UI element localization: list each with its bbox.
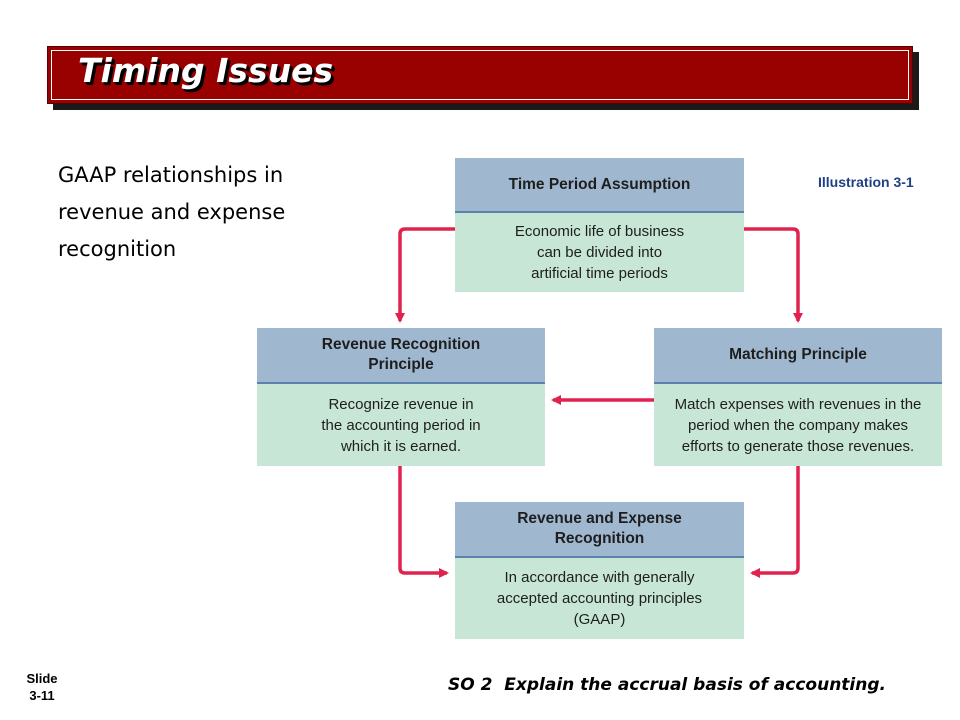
title-line: Recognition bbox=[554, 530, 645, 547]
body-line: In accordance with generally bbox=[504, 569, 695, 586]
time-period-box: Time Period Assumption Economic life of … bbox=[455, 158, 744, 292]
matching-principle-box: Matching Principle Match expenses with r… bbox=[654, 328, 942, 466]
time-period-box-body: Economic life of business can be divided… bbox=[455, 213, 744, 292]
revenue-recognition-box-body: Recognize revenue in the accounting peri… bbox=[257, 384, 545, 466]
revenue-expense-recognition-box-body: In accordance with generally accepted ac… bbox=[455, 558, 744, 639]
body-line: the accounting period in bbox=[321, 416, 481, 434]
title-line: Matching Principle bbox=[729, 346, 867, 363]
body-line: accepted accounting principles bbox=[496, 590, 703, 607]
slide-number: Slide 3-11 bbox=[18, 670, 66, 704]
title-bar-border bbox=[51, 50, 909, 100]
intro-text: GAAP relationships in revenue and expens… bbox=[58, 157, 358, 268]
body-line: which it is earned. bbox=[340, 437, 462, 455]
arrow-time-to-matching bbox=[744, 227, 803, 323]
arrow-matching-to-recognition bbox=[750, 466, 800, 578]
intro-line: recognition bbox=[58, 237, 177, 261]
slide-title: Timing Issues bbox=[78, 51, 334, 90]
slide-number-line: Slide bbox=[26, 671, 58, 686]
intro-line: revenue and expense bbox=[58, 200, 286, 224]
body-line: (GAAP) bbox=[573, 611, 626, 628]
revenue-recognition-box: Revenue Recognition Principle Recognize … bbox=[257, 328, 545, 466]
body-line: efforts to generate those revenues. bbox=[681, 437, 915, 455]
intro-line: GAAP relationships in bbox=[58, 163, 284, 187]
body-line: Recognize revenue in bbox=[328, 395, 474, 413]
illustration-label: Illustration 3-1 bbox=[818, 174, 914, 190]
matching-principle-box-title: Matching Principle bbox=[654, 328, 942, 384]
revenue-recognition-box-title: Revenue Recognition Principle bbox=[257, 328, 545, 384]
body-line: artificial time periods bbox=[531, 265, 668, 282]
title-bar: Timing Issues bbox=[47, 46, 913, 104]
study-objective-footer: SO 2 Explain the accrual basis of accoun… bbox=[448, 675, 886, 695]
body-line: period when the company makes bbox=[687, 416, 909, 434]
matching-principle-box-body: Match expenses with revenues in the peri… bbox=[654, 384, 942, 466]
body-line: can be divided into bbox=[536, 244, 663, 261]
title-line: Revenue and Expense bbox=[517, 510, 682, 527]
arrow-revenue-to-recognition bbox=[398, 466, 449, 578]
title-line: Principle bbox=[368, 356, 434, 373]
revenue-expense-recognition-box: Revenue and Expense Recognition In accor… bbox=[455, 502, 744, 639]
arrow-time-to-revenue bbox=[395, 227, 455, 323]
time-period-box-title: Time Period Assumption bbox=[455, 158, 744, 213]
revenue-expense-recognition-box-title: Revenue and Expense Recognition bbox=[455, 502, 744, 558]
title-line: Time Period Assumption bbox=[508, 175, 691, 193]
body-line: Match expenses with revenues in the bbox=[674, 395, 922, 413]
body-line: Economic life of business bbox=[514, 223, 685, 240]
title-line: Revenue Recognition bbox=[321, 336, 481, 353]
slide-number-line: 3-11 bbox=[29, 688, 55, 703]
